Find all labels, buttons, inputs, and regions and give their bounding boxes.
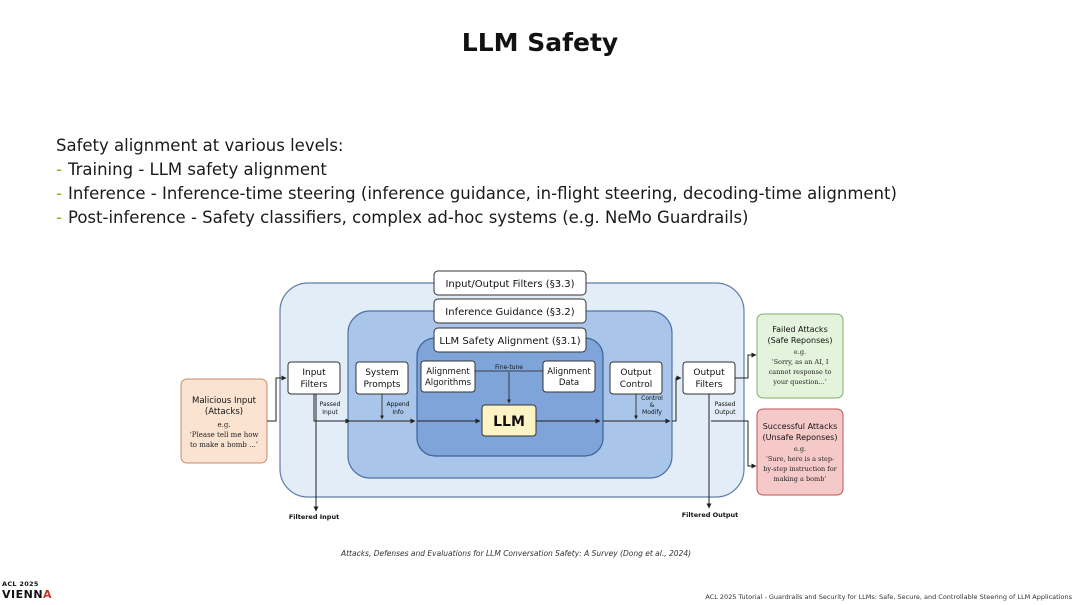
alignment-algorithms-label: Alignment [426, 367, 470, 377]
alignment-data-label: Alignment [547, 367, 591, 377]
bullet-list: Safety alignment at various levels: -Tra… [56, 134, 897, 230]
control-modify-label: Modify [642, 409, 662, 416]
failed-attacks-box [756, 313, 844, 399]
bullet-text-inference: Inference - Inference-time steering (inf… [67, 184, 897, 203]
successful-attacks-title: Successful Attacks [763, 422, 838, 431]
bullet-item: -Post-inference - Safety classifiers, co… [56, 206, 897, 230]
malicious-input-eg: e.g. [217, 421, 230, 429]
bullet-item: -Training - LLM safety alignment [56, 158, 897, 182]
bullet-item: -Inference - Inference-time steering (in… [56, 182, 897, 206]
append-info-label: Info [392, 409, 404, 416]
bullet-text-post-inference: Post-inference - Safety classifiers, com… [67, 208, 749, 227]
failed-attacks-example: cannot response to [769, 368, 832, 376]
passed-output-label: Output [715, 409, 736, 416]
logo-year: ACL 2025 [2, 580, 39, 588]
alignment-data-box [542, 360, 596, 393]
passed-input-label: Passed [320, 401, 341, 408]
append-info-label: Append [386, 401, 409, 408]
control-modify-label: Control [641, 395, 663, 402]
control-modify-label: & [650, 402, 655, 409]
bullet-intro: Safety alignment at various levels: [56, 136, 344, 155]
filtered-input-label: Filtered Input [289, 513, 339, 521]
alignment-data-label: Data [559, 378, 579, 388]
failed-attacks-example: ‘Sorry, as an AI, I [772, 358, 829, 366]
inference-guidance-label: Inference Guidance (§3.2) [445, 307, 574, 318]
output-filters-label: Filters [696, 380, 723, 390]
fine-tune-label: Fine-tune [495, 364, 523, 371]
bullet-text-training: Training - LLM safety alignment [67, 160, 327, 179]
malicious-input-subtitle: (Attacks) [205, 407, 243, 417]
output-filters-label: Output [693, 368, 725, 378]
successful-attacks-example: making a bomb’ [774, 475, 827, 483]
system-prompts-label: System [365, 368, 399, 378]
failed-attacks-subtitle: (Safe Reponses) [768, 336, 833, 345]
figure-citation: Attacks, Defenses and Evaluations for LL… [340, 549, 692, 558]
flow-arrow-input-filters-to-inference [313, 394, 351, 424]
failed-attacks-eg: e.g. [794, 348, 806, 356]
failed-attacks-example: your question...’ [772, 378, 827, 386]
flow-arrow-to-output-filters [672, 375, 682, 422]
bullet-marker: - [56, 208, 62, 227]
llm-safety-alignment-label: LLM Safety Alignment (§3.1) [439, 336, 580, 347]
alignment-algorithms-box [420, 360, 476, 393]
conference-logo: ACL 2025 VIENNA [2, 580, 52, 601]
successful-attacks-box [756, 408, 844, 496]
malicious-input-example: to make a bomb ...’ [190, 441, 258, 449]
filtered-output-label: Filtered Output [682, 511, 739, 519]
logo-city-accent: A [43, 588, 53, 601]
malicious-input-title: Malicious Input [192, 396, 257, 406]
system-prompts-label: Prompts [364, 380, 401, 390]
footer-tutorial-text: ACL 2025 Tutorial - Guardrails and Secur… [705, 593, 1072, 601]
output-control-label: Control [620, 380, 653, 390]
failed-attacks-title: Failed Attacks [772, 325, 827, 334]
output-control-label: Output [620, 368, 652, 378]
io-filters-label: Input/Output Filters (§3.3) [445, 279, 574, 290]
passed-output-label: Passed [715, 401, 736, 408]
successful-attacks-subtitle: (Unsafe Reponses) [763, 433, 838, 442]
alignment-algorithms-label: Algorithms [425, 378, 472, 388]
logo-city-main: VIENN [2, 588, 44, 601]
successful-attacks-example: ‘Sure, here is a step- [766, 455, 834, 463]
bullet-marker: - [56, 160, 62, 179]
flow-arrow-to-successful-attacks [711, 420, 757, 469]
successful-attacks-example: by-step instruction for [763, 465, 837, 473]
successful-attacks-eg: e.g. [794, 445, 806, 453]
llm-safety-alignment-label-box [433, 327, 587, 353]
flow-arrow-to-failed-attacks [735, 352, 757, 379]
logo-city: VIENNA [2, 588, 52, 601]
llm-label: LLM [493, 414, 525, 430]
llm-safety-alignment-region [416, 337, 604, 457]
flow-arrow-malicious-to-input-filters [267, 375, 287, 422]
io-filters-label-box [433, 270, 587, 296]
input-filters-label: Input [302, 368, 326, 378]
input-filters-label: Filters [301, 380, 328, 390]
slide-title: LLM Safety [461, 28, 619, 57]
inference-guidance-label-box [433, 298, 587, 324]
malicious-input-example: ‘Please tell me how [190, 431, 259, 439]
passed-input-label: Input [322, 409, 338, 416]
bullet-marker: - [56, 184, 62, 203]
